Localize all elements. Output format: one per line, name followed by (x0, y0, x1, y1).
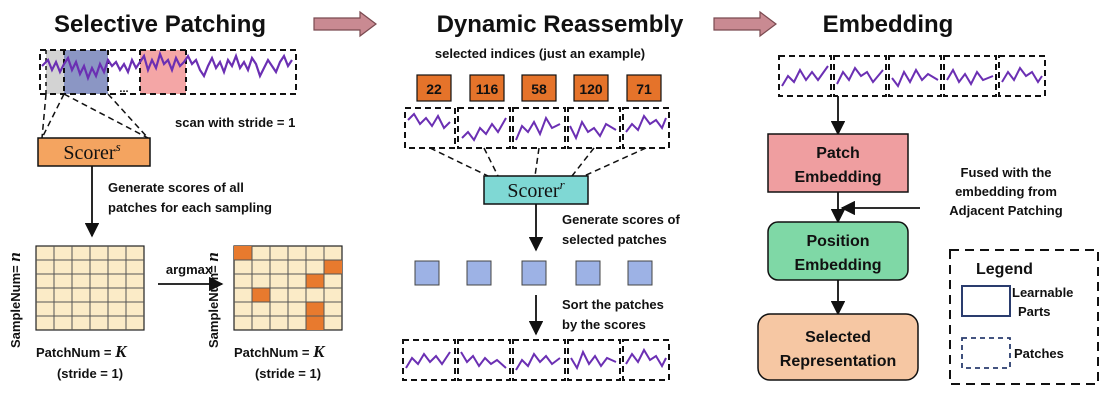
index-box-5 (626, 74, 662, 102)
patch-num-axis-1: PatchNum = K (36, 342, 128, 361)
selected-patches-row (404, 107, 670, 149)
ellipsis: ... (119, 83, 128, 95)
legend-frame (949, 249, 1099, 385)
index-box-4 (573, 74, 609, 102)
scorer-r-label: Scorerr (507, 177, 565, 202)
fused-line3: Adjacent Patching (949, 203, 1062, 218)
input-series: ... (39, 49, 297, 95)
patch-embedding-box (767, 133, 909, 193)
gen-selected-line2: selected patches (562, 232, 667, 247)
scorer-s-box (37, 137, 151, 167)
position-embedding-line2: Embedding (794, 257, 881, 274)
index-box-2 (469, 74, 505, 102)
score-grid-2 (233, 245, 343, 331)
patch-embedding-line1: Patch (816, 145, 860, 162)
index-box-3 (521, 74, 557, 102)
indices-caption: selected indices (just an example) (435, 46, 645, 61)
sample-num-axis-1: SampleNum= n (5, 252, 24, 348)
selected-repr-line1: Selected (805, 329, 871, 346)
score-square-2 (466, 260, 492, 286)
patch-num-axis-2: PatchNum = K (234, 342, 326, 361)
index-boxes: 22 116 58 120 71 (416, 74, 662, 102)
scorer-s-label: Scorers (63, 139, 120, 164)
legend-patches-label: Patches (1014, 346, 1064, 361)
fused-line1: Fused with the (961, 165, 1052, 180)
patch-embedding-line2: Embedding (794, 169, 881, 186)
embedding-title: Embedding (823, 11, 954, 38)
score-square-5 (627, 260, 653, 286)
selected-repr-line2: Representation (780, 353, 896, 370)
sorted-patches-row (402, 339, 670, 381)
legend-learnable-swatch (961, 285, 1011, 317)
index-value-1: 22 (426, 81, 442, 97)
dynamic-reassembly-title: Dynamic Reassembly (437, 11, 684, 38)
score-square-4 (575, 260, 601, 286)
argmax-label: argmax (166, 262, 213, 277)
stride-label-1: (stride = 1) (57, 366, 123, 381)
gen-scores-line2: patches for each sampling (108, 200, 272, 215)
sample-num-axis-2: SampleNum= n (203, 252, 222, 348)
fan-lines-scorer-r (429, 147, 647, 177)
highlight-gray (46, 50, 64, 94)
index-value-4: 120 (579, 81, 603, 97)
score-squares (414, 260, 653, 286)
legend-learnable-line2: Parts (1018, 304, 1051, 319)
score-grid-1 (35, 245, 145, 331)
highlight-pink (140, 50, 186, 94)
index-value-3: 58 (531, 81, 547, 97)
sort-line1: Sort the patches (562, 297, 664, 312)
legend: Legend Learnable Parts Patches (949, 249, 1099, 385)
score-square-1 (414, 260, 440, 286)
scan-stride-label: scan with stride = 1 (175, 115, 295, 130)
score-square-3 (521, 260, 547, 286)
legend-patches-swatch (961, 337, 1011, 369)
gen-selected-line1: Generate scores of (562, 212, 680, 227)
fused-line2: embedding from (955, 184, 1057, 199)
embedding-patches-row (778, 55, 1046, 97)
position-embedding-line1: Position (806, 233, 869, 250)
gen-scores-line1: Generate scores of all (108, 180, 244, 195)
input-series-line (41, 50, 293, 82)
sort-line2: by the scores (562, 317, 646, 332)
stride-label-2: (stride = 1) (255, 366, 321, 381)
selected-representation-box (757, 313, 919, 381)
fan-lines-scorer-s (41, 93, 149, 139)
index-value-5: 71 (636, 81, 652, 97)
legend-learnable-line1: Learnable (1012, 285, 1073, 300)
selective-patching-title: Selective Patching (54, 11, 266, 38)
flow-arrow-1 (313, 10, 377, 38)
index-value-2: 116 (476, 81, 499, 97)
index-box-1 (416, 74, 452, 102)
legend-title: Legend (976, 261, 1033, 278)
flow-arrow-2 (713, 10, 777, 38)
